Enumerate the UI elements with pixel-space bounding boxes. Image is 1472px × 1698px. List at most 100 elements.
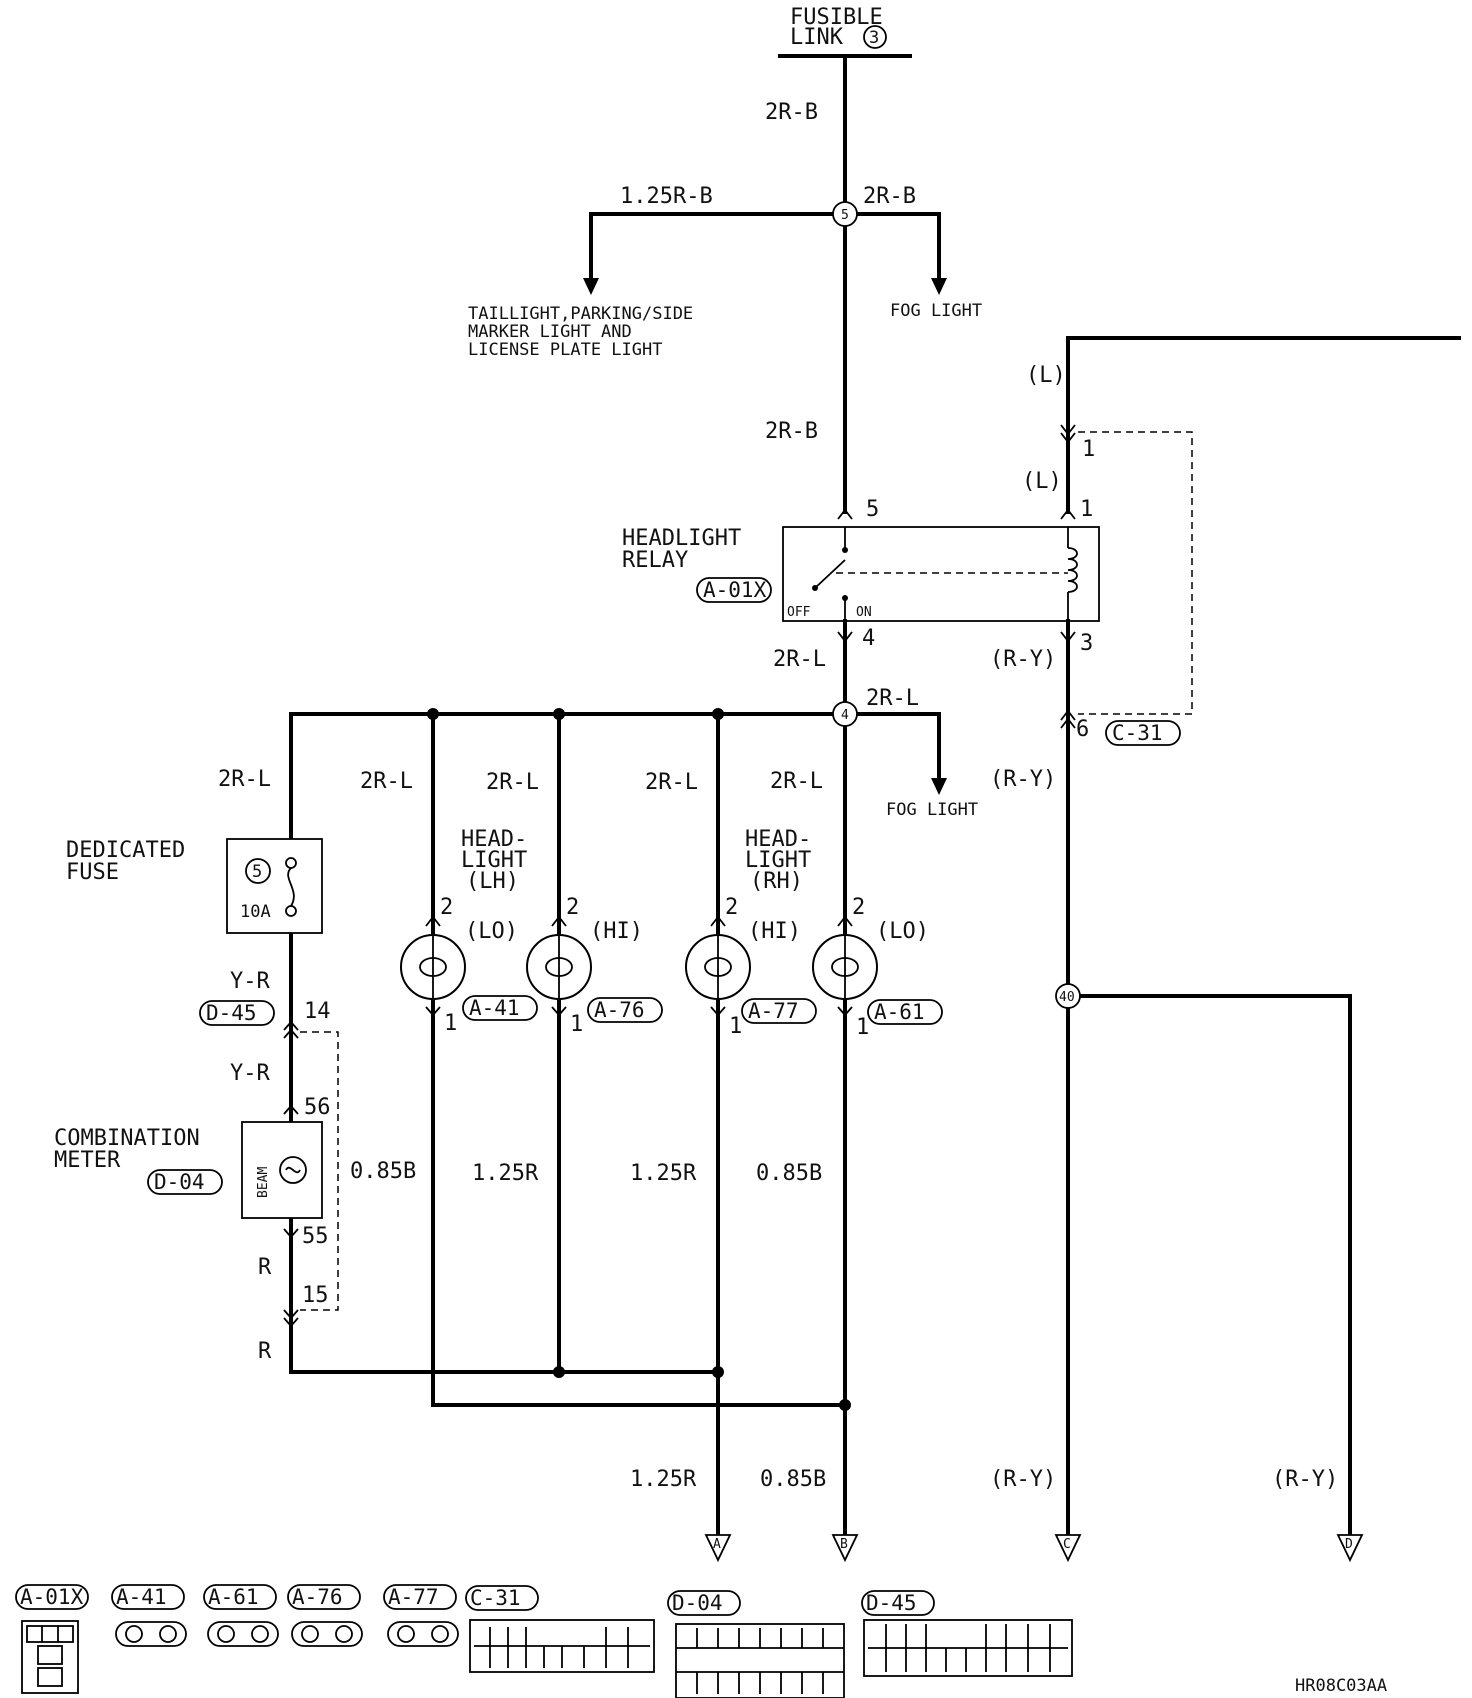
svg-text:1: 1: [570, 1012, 583, 1037]
svg-text:(L): (L): [1026, 363, 1066, 388]
wire-label: 2R-B: [863, 184, 916, 209]
wire-label: 2R-B: [765, 100, 818, 125]
svg-text:3: 3: [869, 28, 879, 48]
svg-text:A: A: [713, 1537, 721, 1552]
fog-light-destination: FOG LIGHT: [890, 301, 982, 321]
svg-text:(LH): (LH): [466, 869, 519, 894]
svg-text:D-04: D-04: [672, 1591, 723, 1615]
svg-text:A-76: A-76: [292, 1585, 343, 1609]
fusible-link: FUSIBLE LINK 3: [778, 5, 912, 58]
svg-text:6: 6: [1076, 717, 1089, 742]
headlamp-lh-lo-bulb: 2 (LO) A-41 1: [400, 895, 538, 1036]
svg-text:2: 2: [852, 895, 865, 920]
svg-text:A-77: A-77: [388, 1585, 439, 1609]
svg-text:(R-Y): (R-Y): [990, 647, 1056, 672]
svg-text:D-45: D-45: [866, 1591, 917, 1615]
svg-text:(LO): (LO): [465, 919, 518, 944]
svg-text:A-61: A-61: [874, 1000, 925, 1024]
svg-text:(L): (L): [1022, 469, 1062, 494]
svg-text:FUSE: FUSE: [66, 860, 119, 885]
svg-text:2R-L: 2R-L: [218, 767, 271, 792]
svg-text:2: 2: [440, 895, 453, 920]
svg-text:14: 14: [304, 999, 331, 1024]
svg-text:MARKER LIGHT AND: MARKER LIGHT AND: [468, 322, 632, 342]
svg-text:1.25R: 1.25R: [472, 1161, 539, 1186]
combination-meter: COMBINATION METER D-04 BEAM: [54, 1121, 323, 1219]
svg-text:1: 1: [1080, 497, 1093, 522]
svg-text:40: 40: [1059, 990, 1075, 1005]
svg-text:DEDICATED: DEDICATED: [66, 838, 185, 863]
headlamp-rh-hi-bulb: 2 (HI) A-77 1: [685, 895, 817, 1039]
wire-label: 1.25R-B: [620, 184, 713, 209]
svg-text:METER: METER: [54, 1148, 121, 1173]
connector-legend: A-01X A-41 A-61 A-76 A-77 C-31: [15, 1584, 1073, 1698]
svg-text:FUSIBLE: FUSIBLE: [790, 5, 883, 30]
svg-text:3: 3: [1080, 631, 1093, 656]
dedicated-fuse: DEDICATED FUSE 5 10A: [66, 838, 323, 934]
svg-text:LINK: LINK: [790, 25, 844, 50]
svg-text:2R-L: 2R-L: [645, 770, 698, 795]
svg-text:4: 4: [862, 626, 875, 651]
wire-label: 2R-L: [866, 686, 919, 711]
svg-text:0.85B: 0.85B: [756, 1161, 822, 1186]
svg-text:HEADLIGHT: HEADLIGHT: [622, 526, 741, 551]
svg-text:A-01X: A-01X: [20, 1585, 84, 1609]
svg-text:D: D: [1345, 1537, 1353, 1552]
svg-text:COMBINATION: COMBINATION: [54, 1126, 200, 1151]
svg-text:B: B: [840, 1537, 848, 1552]
svg-text:10A: 10A: [240, 902, 271, 922]
svg-text:(R-Y): (R-Y): [1272, 1467, 1338, 1492]
svg-text:1: 1: [444, 1011, 457, 1036]
svg-text:R: R: [258, 1339, 272, 1364]
svg-text:A-01X: A-01X: [703, 578, 767, 602]
junction-40: [1055, 983, 1081, 1009]
svg-text:5: 5: [841, 208, 849, 223]
svg-text:TAILLIGHT,PARKING/SIDE: TAILLIGHT,PARKING/SIDE: [468, 304, 693, 324]
svg-text:2R-L: 2R-L: [360, 769, 413, 794]
svg-text:(R-Y): (R-Y): [990, 1467, 1056, 1492]
svg-text:A-41: A-41: [469, 996, 520, 1020]
headlight-rh-label: HEAD- LIGHT (RH): [745, 827, 811, 894]
svg-text:A-77: A-77: [748, 999, 799, 1023]
svg-text:RELAY: RELAY: [622, 548, 688, 573]
svg-text:C: C: [1063, 1537, 1071, 1552]
svg-text:HEAD-: HEAD-: [461, 827, 527, 852]
svg-text:5: 5: [252, 862, 262, 882]
svg-text:56: 56: [304, 1095, 331, 1120]
svg-text:5: 5: [866, 497, 879, 522]
svg-text:1.25R: 1.25R: [630, 1467, 697, 1492]
svg-text:(HI): (HI): [590, 919, 643, 944]
svg-text:OFF: OFF: [787, 605, 811, 620]
svg-text:2R-L: 2R-L: [486, 770, 539, 795]
svg-text:1: 1: [1082, 437, 1095, 462]
svg-text:LIGHT: LIGHT: [745, 848, 811, 873]
svg-text:2R-L: 2R-L: [770, 769, 823, 794]
svg-text:A-41: A-41: [116, 1585, 167, 1609]
junction-5: [832, 201, 858, 227]
svg-text:15: 15: [302, 1283, 329, 1308]
svg-text:4: 4: [841, 708, 849, 723]
svg-text:1: 1: [856, 1015, 869, 1040]
fog-light-destination: FOG LIGHT: [886, 800, 978, 820]
svg-text:2: 2: [725, 895, 738, 920]
output-c: C: [1054, 1534, 1082, 1563]
svg-text:LICENSE PLATE LIGHT: LICENSE PLATE LIGHT: [468, 340, 662, 360]
headlamp-rh-lo-bulb: 2 (LO) A-61 1: [812, 895, 943, 1040]
svg-text:A-61: A-61: [208, 1585, 259, 1609]
svg-text:(RH): (RH): [750, 869, 803, 894]
svg-text:BEAM: BEAM: [256, 1167, 271, 1198]
svg-text:0.85B: 0.85B: [760, 1467, 826, 1492]
svg-text:D-04: D-04: [154, 1170, 205, 1194]
headlight-lh-label: HEAD- LIGHT (LH): [461, 827, 527, 894]
drawing-code: HR08C03AA: [1295, 1676, 1387, 1696]
output-a: A: [704, 1534, 732, 1563]
output-b: B: [831, 1534, 859, 1563]
connector-c31: C-31: [1112, 721, 1163, 745]
svg-text:1.25R: 1.25R: [630, 1161, 697, 1186]
taillight-destination: TAILLIGHT,PARKING/SIDE MARKER LIGHT AND …: [468, 304, 693, 360]
svg-text:R: R: [258, 1255, 272, 1280]
wire-label: 2R-L: [773, 647, 826, 672]
svg-text:2: 2: [566, 895, 579, 920]
svg-text:(R-Y): (R-Y): [990, 767, 1056, 792]
